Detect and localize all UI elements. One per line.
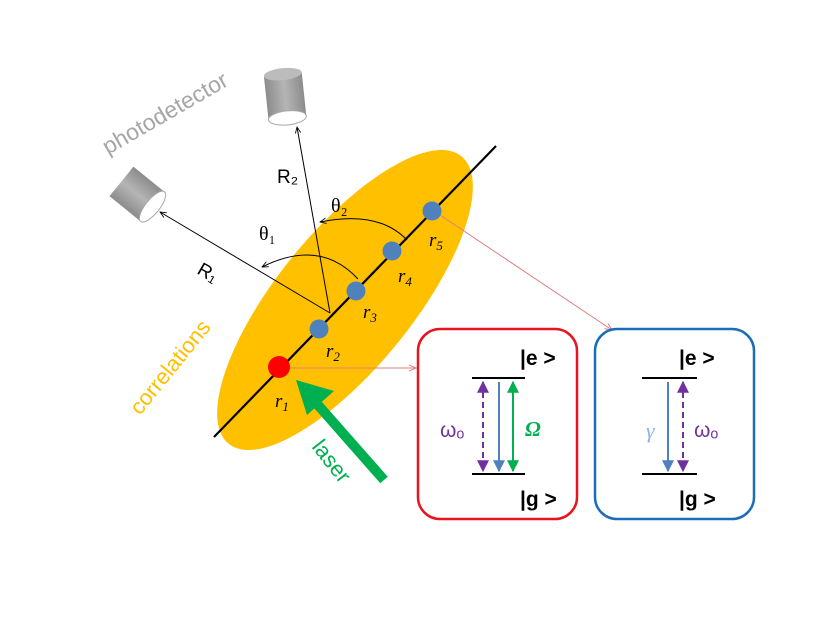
theta2-arc <box>320 219 408 241</box>
r1-label: R₁ <box>194 259 222 287</box>
excited-box-upper-state: |e > <box>520 347 556 370</box>
ground-box-upper-state: |e > <box>679 347 715 370</box>
photodetector-top-icon <box>263 67 307 126</box>
atom-3-position-label: r3 <box>363 302 377 325</box>
atom-4-position-label: r4 <box>398 266 412 289</box>
atom-3-dot <box>346 281 366 301</box>
excited-box-lower-state: |g > <box>520 488 557 511</box>
r1-vector <box>160 212 331 314</box>
atom-1-position-label: r1 <box>275 391 289 414</box>
r2-label: R₂ <box>277 167 298 188</box>
ground-box-omega0-label: ωₒ <box>694 419 718 442</box>
theta2-label: θ₂ <box>331 195 348 217</box>
atom-4-dot <box>382 241 402 261</box>
theta1-arc <box>262 254 359 280</box>
excited-box-omega0-label: ωₒ <box>440 419 464 442</box>
theta1-label: θ₁ <box>259 223 276 245</box>
ground-level-box: |e > |g > γ ωₒ <box>593 327 756 521</box>
atom-5-position-label: r5 <box>429 230 443 253</box>
photodetector-label: photodetector <box>98 66 233 159</box>
atoms-layer: r1 r2 r3 r4 r5 <box>268 201 443 414</box>
laser-arrow-shaft <box>314 401 388 484</box>
ground-box-lower-state: |g > <box>679 488 716 511</box>
atom-5-dot <box>422 201 442 221</box>
r2-vector <box>297 127 331 314</box>
correlations-label: correlations <box>124 315 215 419</box>
atom-2-position-label: r2 <box>326 341 340 364</box>
atom-2-dot <box>309 319 329 339</box>
photodetector-left-icon <box>109 166 167 223</box>
atom-1-dot <box>268 356 290 378</box>
laser-arrow-head <box>296 380 334 415</box>
excited-level-box: |e > |g > ωₒ Ω <box>416 327 579 521</box>
connector-r5-arrow <box>433 210 612 330</box>
excited-box-rabi-label: Ω <box>525 417 541 441</box>
ground-box-gamma-label: γ <box>646 418 656 443</box>
